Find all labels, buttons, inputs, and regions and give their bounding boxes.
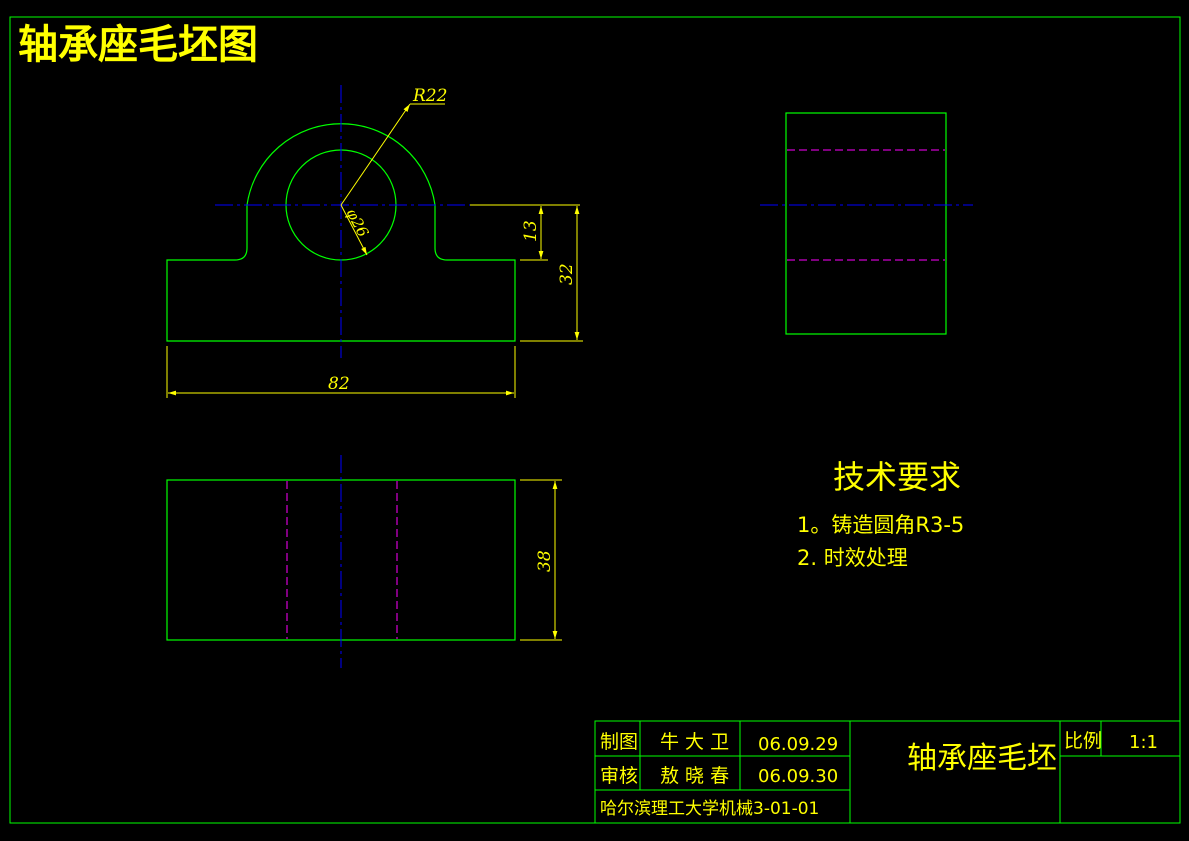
radius-label: R22 [412, 86, 447, 106]
front-view: R22 φ26 13 32 82 [166, 85, 583, 398]
requirement-item: 2. 时效处理 [797, 546, 908, 570]
scale-value: 1:1 [1129, 732, 1158, 753]
requirement-item: 1。铸造圆角R3-5 [797, 513, 964, 537]
dim-text-38: 38 [535, 550, 555, 572]
technical-requirements: 技术要求 1。铸造圆角R3-5 2. 时效处理 [797, 458, 964, 570]
title-block: 制图 牛 大 卫 06.09.29 审核 敖 晓 春 06.09.30 哈尔滨理… [594, 720, 1181, 824]
school-code: 哈尔滨理工大学机械3-01-01 [600, 799, 819, 819]
drawn-label: 制图 [600, 731, 638, 753]
front-view-outline [166, 123, 516, 342]
top-view: 38 [166, 455, 562, 668]
checked-label: 审核 [600, 765, 638, 787]
drawing-frame [9, 16, 1181, 824]
checked-by: 敖 晓 春 [660, 765, 729, 787]
dim-text-82: 82 [328, 374, 350, 394]
drawn-by: 牛 大 卫 [660, 731, 729, 753]
diameter-label: φ26 [342, 205, 372, 240]
drawn-date: 06.09.29 [758, 734, 838, 755]
part-name: 轴承座毛坯 [907, 741, 1057, 776]
radius-leader [340, 103, 411, 206]
side-view-outline [785, 112, 947, 335]
diameter-leader [340, 204, 368, 256]
dim-text-32: 32 [557, 263, 577, 285]
requirements-heading: 技术要求 [833, 458, 961, 496]
scale-label: 比例 [1064, 730, 1102, 752]
dim-text-13: 13 [521, 220, 541, 242]
side-view [760, 112, 973, 335]
checked-date: 06.09.30 [758, 766, 838, 787]
drawing-title: 轴承座毛坯图 [18, 22, 258, 68]
